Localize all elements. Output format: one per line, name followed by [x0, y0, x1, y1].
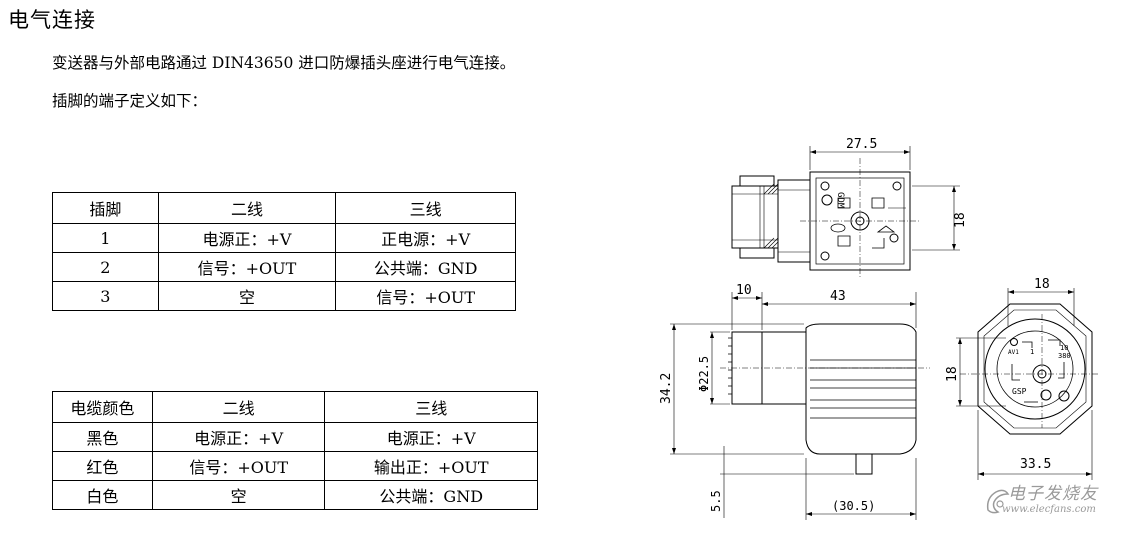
header-cell: 电缆颜色	[52, 391, 153, 423]
label-gsp: GSP	[1012, 387, 1027, 396]
table-cell: 2	[52, 252, 159, 282]
table-cell: 输出正：+OUT	[324, 451, 538, 481]
dim-top-width: 27.5	[846, 137, 877, 152]
table-header-row: 电缆颜色 二线 三线	[52, 391, 538, 423]
table-cell: 3	[52, 281, 159, 311]
dim-side-base: (30.5)	[832, 499, 875, 513]
cable-color-table: 电缆颜色 二线 三线 黑色 电源正：+V 电源正：+V 红色 信号：+OUT 输…	[52, 391, 538, 510]
header-cell: 二线	[151, 391, 326, 423]
table-cell: 电源正：+V	[151, 422, 326, 452]
table-cell: 空	[151, 480, 326, 510]
header-cell: 三线	[324, 391, 538, 423]
table-cell: 红色	[52, 451, 153, 481]
table-cell: 信号：+OUT	[151, 451, 326, 481]
table-cell: 信号：+OUT	[157, 252, 337, 282]
table-row: 黑色 电源正：+V 电源正：+V	[52, 422, 538, 452]
side-view	[670, 292, 930, 520]
dim-side-diameter: Φ22.5	[697, 356, 711, 392]
watermark-logo-icon	[986, 489, 1010, 514]
connector-technical-drawing: 27.5 18 10 43 Φ22.5 34.2 5.5 (30.5) 18 1…	[660, 137, 1100, 520]
label-gdm: GDM	[835, 192, 845, 209]
front-view	[956, 288, 1100, 480]
dim-front-height: 18	[945, 366, 960, 382]
table-cell: 电源正：+V	[157, 223, 337, 253]
dim-top-height: 18	[953, 212, 968, 228]
pin-definition-table: 插脚 二线 三线 1 电源正：+V 正电源：+V 2 信号：+OUT 公共端：G…	[52, 192, 516, 311]
table-row: 1 电源正：+V 正电源：+V	[52, 223, 516, 253]
dim-side-bottom: 5.5	[709, 490, 723, 512]
table-cell: 信号：+OUT	[335, 281, 516, 311]
table-row: 红色 信号：+OUT 输出正：+OUT	[52, 451, 538, 481]
table-row: 白色 空 公共端：GND	[52, 480, 538, 510]
table-cell: 1	[52, 223, 159, 253]
section-heading: 电气连接	[8, 8, 96, 32]
pin-definition-paragraph: 插脚的端子定义如下：	[52, 92, 208, 110]
table-header-row: 插脚 二线 三线	[52, 192, 516, 224]
dim-side-length: 43	[830, 289, 846, 304]
intro-paragraph: 变送器与外部电路通过 DIN43650 进口防爆插头座进行电气连接。	[52, 54, 516, 72]
header-cell: 插脚	[52, 192, 159, 224]
table-cell: 电源正：+V	[324, 422, 538, 452]
dim-side-height: 34.2	[660, 373, 674, 404]
watermark: 电子发烧友 www.elecfans.com	[982, 486, 1098, 515]
table-cell: 公共端：GND	[335, 252, 516, 282]
watermark-en: www.elecfans.com	[1002, 504, 1096, 515]
label-380: 380	[1058, 352, 1071, 360]
watermark-cn: 电子发烧友	[1008, 484, 1098, 504]
table-cell: 白色	[52, 480, 153, 510]
top-view	[731, 146, 960, 278]
table-row: 2 信号：+OUT 公共端：GND	[52, 252, 516, 282]
dim-front-outer: 33.5	[1020, 457, 1051, 472]
dim-side-left: 10	[736, 283, 752, 298]
label-av1: AV1	[1008, 349, 1019, 356]
header-cell: 二线	[157, 192, 337, 224]
table-cell: 黑色	[52, 422, 153, 452]
table-cell: 空	[157, 281, 337, 311]
header-cell: 三线	[335, 192, 516, 224]
label-10: 10	[1060, 344, 1068, 352]
label-1: 1	[1030, 348, 1034, 356]
table-cell: 公共端：GND	[324, 480, 538, 510]
table-cell: 正电源：+V	[335, 223, 516, 253]
table-row: 3 空 信号：+OUT	[52, 281, 516, 311]
dim-front-width: 18	[1034, 277, 1050, 292]
